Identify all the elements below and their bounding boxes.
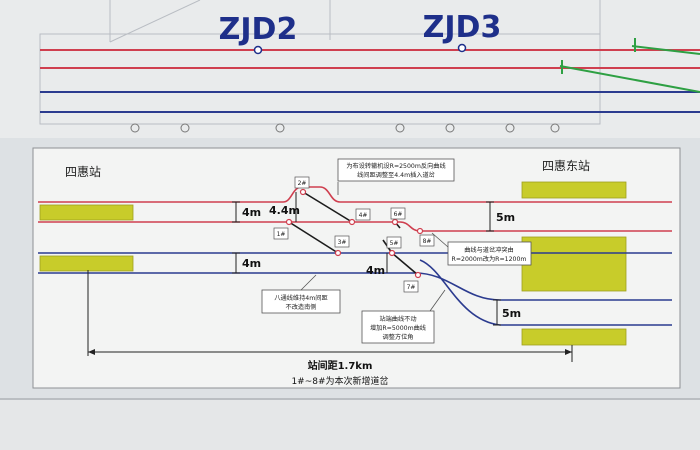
dim-left-top: 4m xyxy=(242,206,261,219)
turnout-1-label: 1# xyxy=(277,231,286,238)
note-left-line-2: 不改造南侧 xyxy=(286,303,317,311)
green-branch-2 xyxy=(631,45,700,55)
station-distance xyxy=(87,270,573,362)
turnout-7-label: 7# xyxy=(407,284,416,291)
note-bottom-leader xyxy=(429,289,446,312)
platform-left-top xyxy=(39,204,134,221)
note-bottom-line-3: 调整方位角 xyxy=(383,333,414,341)
dim-center: 4m xyxy=(366,264,385,277)
note-top: 为布设转辙机设R=2500m反向曲线 线间距调整至4.4m插入道岔 xyxy=(337,158,455,182)
turnout-8-label: 8# xyxy=(423,238,432,245)
platform-right-top xyxy=(521,181,627,199)
zjd2-point xyxy=(253,45,263,55)
red-track-1 xyxy=(38,186,672,203)
dim-left-mid: 4.4m xyxy=(269,204,300,217)
dim-right-top: 5m xyxy=(496,211,515,224)
turnout-box-5 xyxy=(386,236,402,249)
note-bottom-line-2: 增加R=5000m曲线 xyxy=(370,324,426,332)
turnout-box-1 xyxy=(273,227,289,240)
dim-left-bottom: 4m xyxy=(242,257,261,270)
platform-left-bottom xyxy=(39,255,134,272)
turnout-box-7 xyxy=(403,280,419,293)
zjd3-label: ZJD3 xyxy=(423,10,502,45)
station-right-label: 四惠东站 xyxy=(542,159,590,173)
dimension-lines xyxy=(232,192,501,326)
turnout-box-2 xyxy=(294,176,310,189)
turnout-4-label: 4# xyxy=(359,212,368,219)
dim-right-bottom: 5m xyxy=(502,307,521,320)
turnout-6-label: 6# xyxy=(394,211,403,218)
platform-right-middle xyxy=(521,236,627,292)
note-right-leader xyxy=(431,232,449,248)
note-top-line-2: 线间距调整至4.4m插入道岔 xyxy=(357,171,435,179)
note-bottom-line-1: 站端曲线不动 xyxy=(379,315,416,323)
green-branch-1 xyxy=(559,65,700,93)
note-right: 曲线与道岔冲突由 R=2000m改为R=1200m xyxy=(447,241,532,266)
station-left-label: 四惠站 xyxy=(65,165,101,179)
note-bottom: 站端曲线不动 增加R=5000m曲线 调整方位角 xyxy=(361,310,435,344)
turnout-3-label: 3# xyxy=(338,239,347,246)
turnout-box-8 xyxy=(419,234,435,247)
upper-track-markers xyxy=(130,123,560,133)
distance-label: 站间距1.7km xyxy=(308,359,373,372)
blue-track-3 xyxy=(419,259,672,326)
note-left-leader xyxy=(300,274,317,291)
turnout-5-label: 5# xyxy=(390,240,399,247)
note-top-line-1: 为布设转辙机设R=2500m反向曲线 xyxy=(346,162,445,170)
footnote: 1#~8#为本次新增道岔 xyxy=(291,375,388,387)
turnout-box-4 xyxy=(355,208,371,221)
zjd3-point xyxy=(457,43,467,53)
turnout-box-6 xyxy=(390,207,406,220)
zjd2-label: ZJD2 xyxy=(219,12,298,47)
note-left-line-1: 八通线维持4m间距 xyxy=(274,294,327,302)
note-right-line-2: R=2000m改为R=1200m xyxy=(452,255,527,263)
turnout-box-3 xyxy=(334,235,350,248)
faint-sketch xyxy=(39,0,601,125)
note-left: 八通线维持4m间距 不改造南侧 xyxy=(261,289,341,314)
turnout-2-label: 2# xyxy=(298,180,307,187)
turnout-points xyxy=(285,188,424,279)
note-right-line-1: 曲线与道岔冲突由 xyxy=(464,246,514,254)
bottom-strip xyxy=(0,400,700,450)
platform-right-bottom xyxy=(521,328,627,346)
